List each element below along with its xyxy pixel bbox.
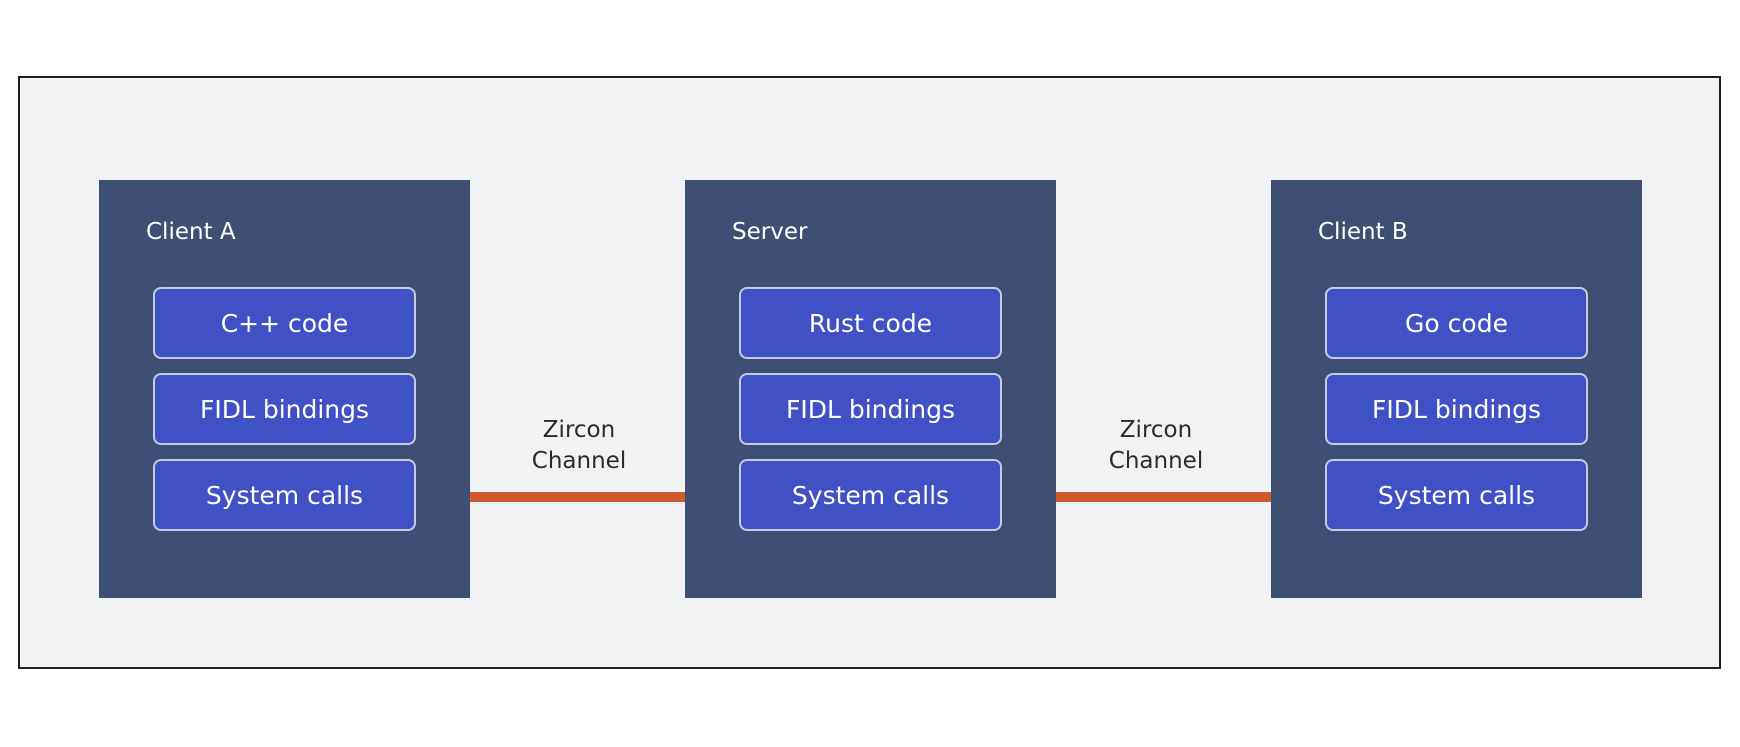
channel-label-line2: Channel — [1108, 448, 1204, 474]
zircon-channel-label-b: Zircon Channel — [1086, 415, 1226, 477]
layer-fidl-bindings: FIDL bindings — [1325, 373, 1588, 445]
zircon-channel-label-a: Zircon Channel — [509, 415, 649, 477]
layer-app-code: Rust code — [739, 287, 1002, 359]
zircon-channel-line-a — [400, 492, 750, 502]
channel-label-line2: Channel — [531, 448, 627, 474]
layer-system-calls: System calls — [739, 459, 1002, 531]
channel-label-line1: Zircon — [542, 417, 616, 443]
layer-system-calls: System calls — [153, 459, 416, 531]
layer-app-code: C++ code — [153, 287, 416, 359]
layer-app-code: Go code — [1325, 287, 1588, 359]
node-title: Client B — [1318, 219, 1408, 245]
layer-fidl-bindings: FIDL bindings — [739, 373, 1002, 445]
layer-system-calls: System calls — [1325, 459, 1588, 531]
zircon-channel-line-b — [986, 492, 1336, 502]
node-title: Client A — [146, 219, 236, 245]
channel-label-line1: Zircon — [1119, 417, 1193, 443]
node-server: Server Rust code FIDL bindings System ca… — [685, 180, 1056, 598]
node-client-b: Client B Go code FIDL bindings System ca… — [1271, 180, 1642, 598]
node-title: Server — [732, 219, 808, 245]
node-client-a: Client A C++ code FIDL bindings System c… — [99, 180, 470, 598]
layer-fidl-bindings: FIDL bindings — [153, 373, 416, 445]
